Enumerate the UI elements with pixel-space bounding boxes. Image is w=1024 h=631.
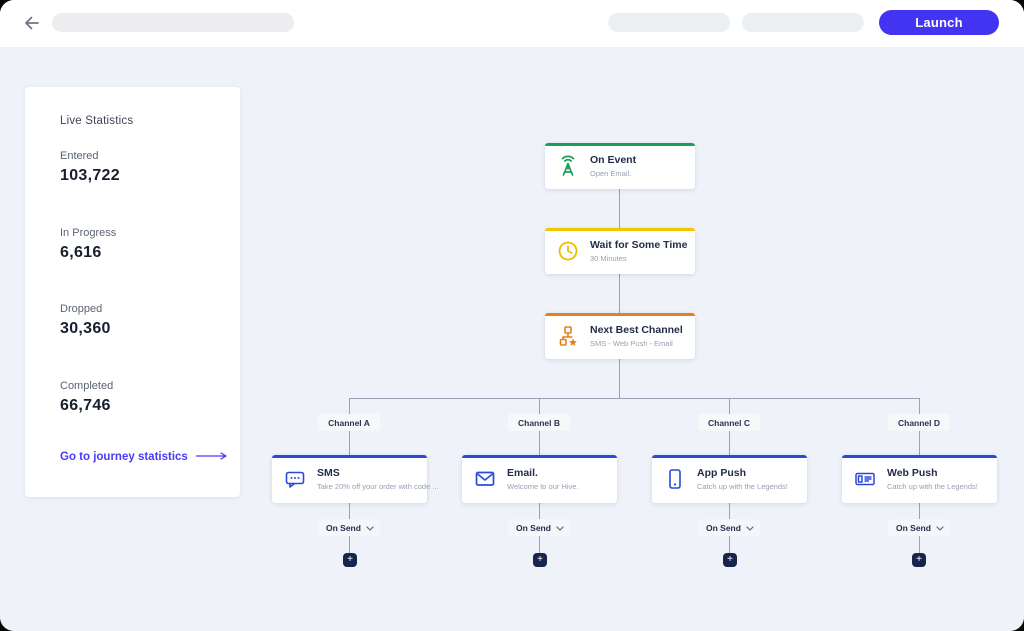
node-title: Web Push [887,467,938,479]
connector-line [919,536,920,553]
connector-line [729,503,730,519]
node-subtitle: Welcome to our Hive. [507,482,579,491]
node-subtitle: SMS - Web Push - Email [590,339,673,348]
node-title: Email. [507,467,538,479]
header-skeleton-pill-1 [608,13,730,32]
on-send-label: On Send [516,522,551,533]
stat-entered-value: 103,722 [60,167,120,184]
connector-line [539,536,540,553]
clock-icon [556,239,580,263]
top-bar: Launch [0,0,1024,47]
connector-line [619,274,620,313]
chevron-down-icon [746,523,754,533]
chevron-down-icon [556,523,564,533]
node-title: Wait for Some Time [590,239,688,251]
journey-statistics-link[interactable]: Go to journey statistics [60,451,228,463]
arrow-left-icon [22,16,42,36]
sms-bubble-icon [283,467,307,491]
connector-line [349,536,350,553]
node-app-push[interactable]: App Push Catch up with the Legends! [652,455,807,503]
connector-line [619,189,620,228]
connector-line [539,503,540,519]
branch-label-channel-d: Channel D [887,414,951,431]
node-title: On Event [590,154,637,166]
on-send-dropdown-channel-c[interactable]: On Send [698,519,760,536]
chevron-down-icon [936,523,944,533]
hierarchy-star-icon [556,324,580,348]
launch-button[interactable]: Launch [879,10,999,35]
node-web-push[interactable]: Web Push Catch up with the Legends! [842,455,997,503]
live-statistics-panel: Live Statistics Entered 103,722 In Progr… [25,87,240,497]
add-step-button-channel-d[interactable]: + [912,553,926,567]
long-arrow-right-icon [195,451,228,463]
node-email[interactable]: Email. Welcome to our Hive. [462,455,617,503]
stat-inprogress-value: 6,616 [60,244,102,261]
node-on-event[interactable]: On Event Open Email. [545,143,695,189]
stat-inprogress-label: In Progress [60,227,117,239]
node-title: App Push [697,467,746,479]
connector-line [349,503,350,519]
on-send-label: On Send [706,522,741,533]
stat-dropped-value: 30,360 [60,320,111,337]
add-step-button-channel-c[interactable]: + [723,553,737,567]
on-send-dropdown-channel-b[interactable]: On Send [508,519,570,536]
node-subtitle: 30 Minutes [590,254,627,263]
node-next-best-channel[interactable]: Next Best Channel SMS - Web Push - Email [545,313,695,359]
node-subtitle: Catch up with the Legends! [697,482,788,491]
node-subtitle: Take 20% off your order with code ... [317,482,439,491]
branch-label-channel-c: Channel C [697,414,761,431]
node-subtitle: Catch up with the Legends! [887,482,978,491]
stat-entered-label: Entered [60,150,99,162]
node-title: SMS [317,467,340,479]
journey-statistics-link-label: Go to journey statistics [60,451,188,463]
smartphone-icon [663,467,687,491]
chevron-down-icon [366,523,374,533]
on-send-dropdown-channel-d[interactable]: On Send [888,519,950,536]
journey-canvas: Live Statistics Entered 103,722 In Progr… [0,47,1024,631]
journey-name-skeleton [52,13,294,32]
node-wait-for-some-time[interactable]: Wait for Some Time 30 Minutes [545,228,695,274]
stat-completed-label: Completed [60,380,114,392]
connector-line [619,359,620,398]
connector-line [919,503,920,519]
on-send-dropdown-channel-a[interactable]: On Send [318,519,380,536]
live-statistics-title: Live Statistics [60,115,134,127]
add-step-button-channel-a[interactable]: + [343,553,357,567]
node-sms[interactable]: SMS Take 20% off your order with code ..… [272,455,439,503]
antenna-icon [556,154,580,178]
branch-connector-line [349,398,920,399]
branch-label-channel-a: Channel A [318,414,380,431]
web-push-icon [853,467,877,491]
header-skeleton-pill-2 [742,13,864,32]
back-button[interactable] [22,13,42,33]
connector-line [729,536,730,553]
on-send-label: On Send [896,522,931,533]
node-subtitle: Open Email. [590,169,632,178]
stat-dropped-label: Dropped [60,303,103,315]
add-step-button-channel-b[interactable]: + [533,553,547,567]
node-title: Next Best Channel [590,324,683,336]
on-send-label: On Send [326,522,361,533]
branch-label-channel-b: Channel B [507,414,571,431]
stat-completed-value: 66,746 [60,397,111,414]
envelope-icon [473,467,497,491]
